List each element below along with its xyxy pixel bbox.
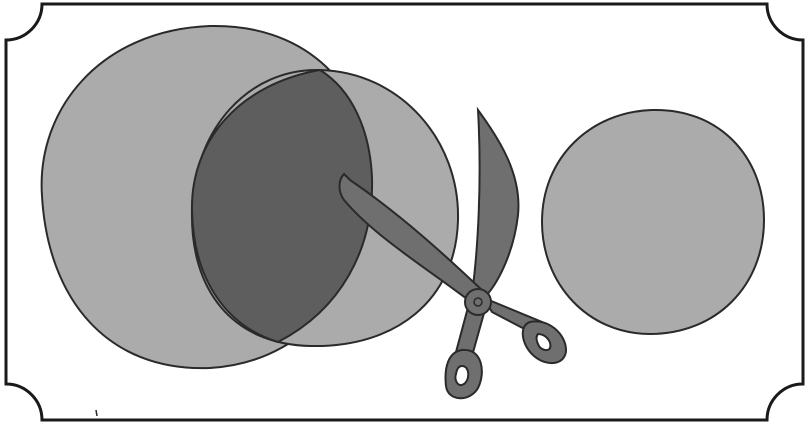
separate-circle	[542, 110, 764, 334]
stray-mark	[96, 410, 97, 416]
scissors-pivot-screw	[474, 298, 482, 306]
